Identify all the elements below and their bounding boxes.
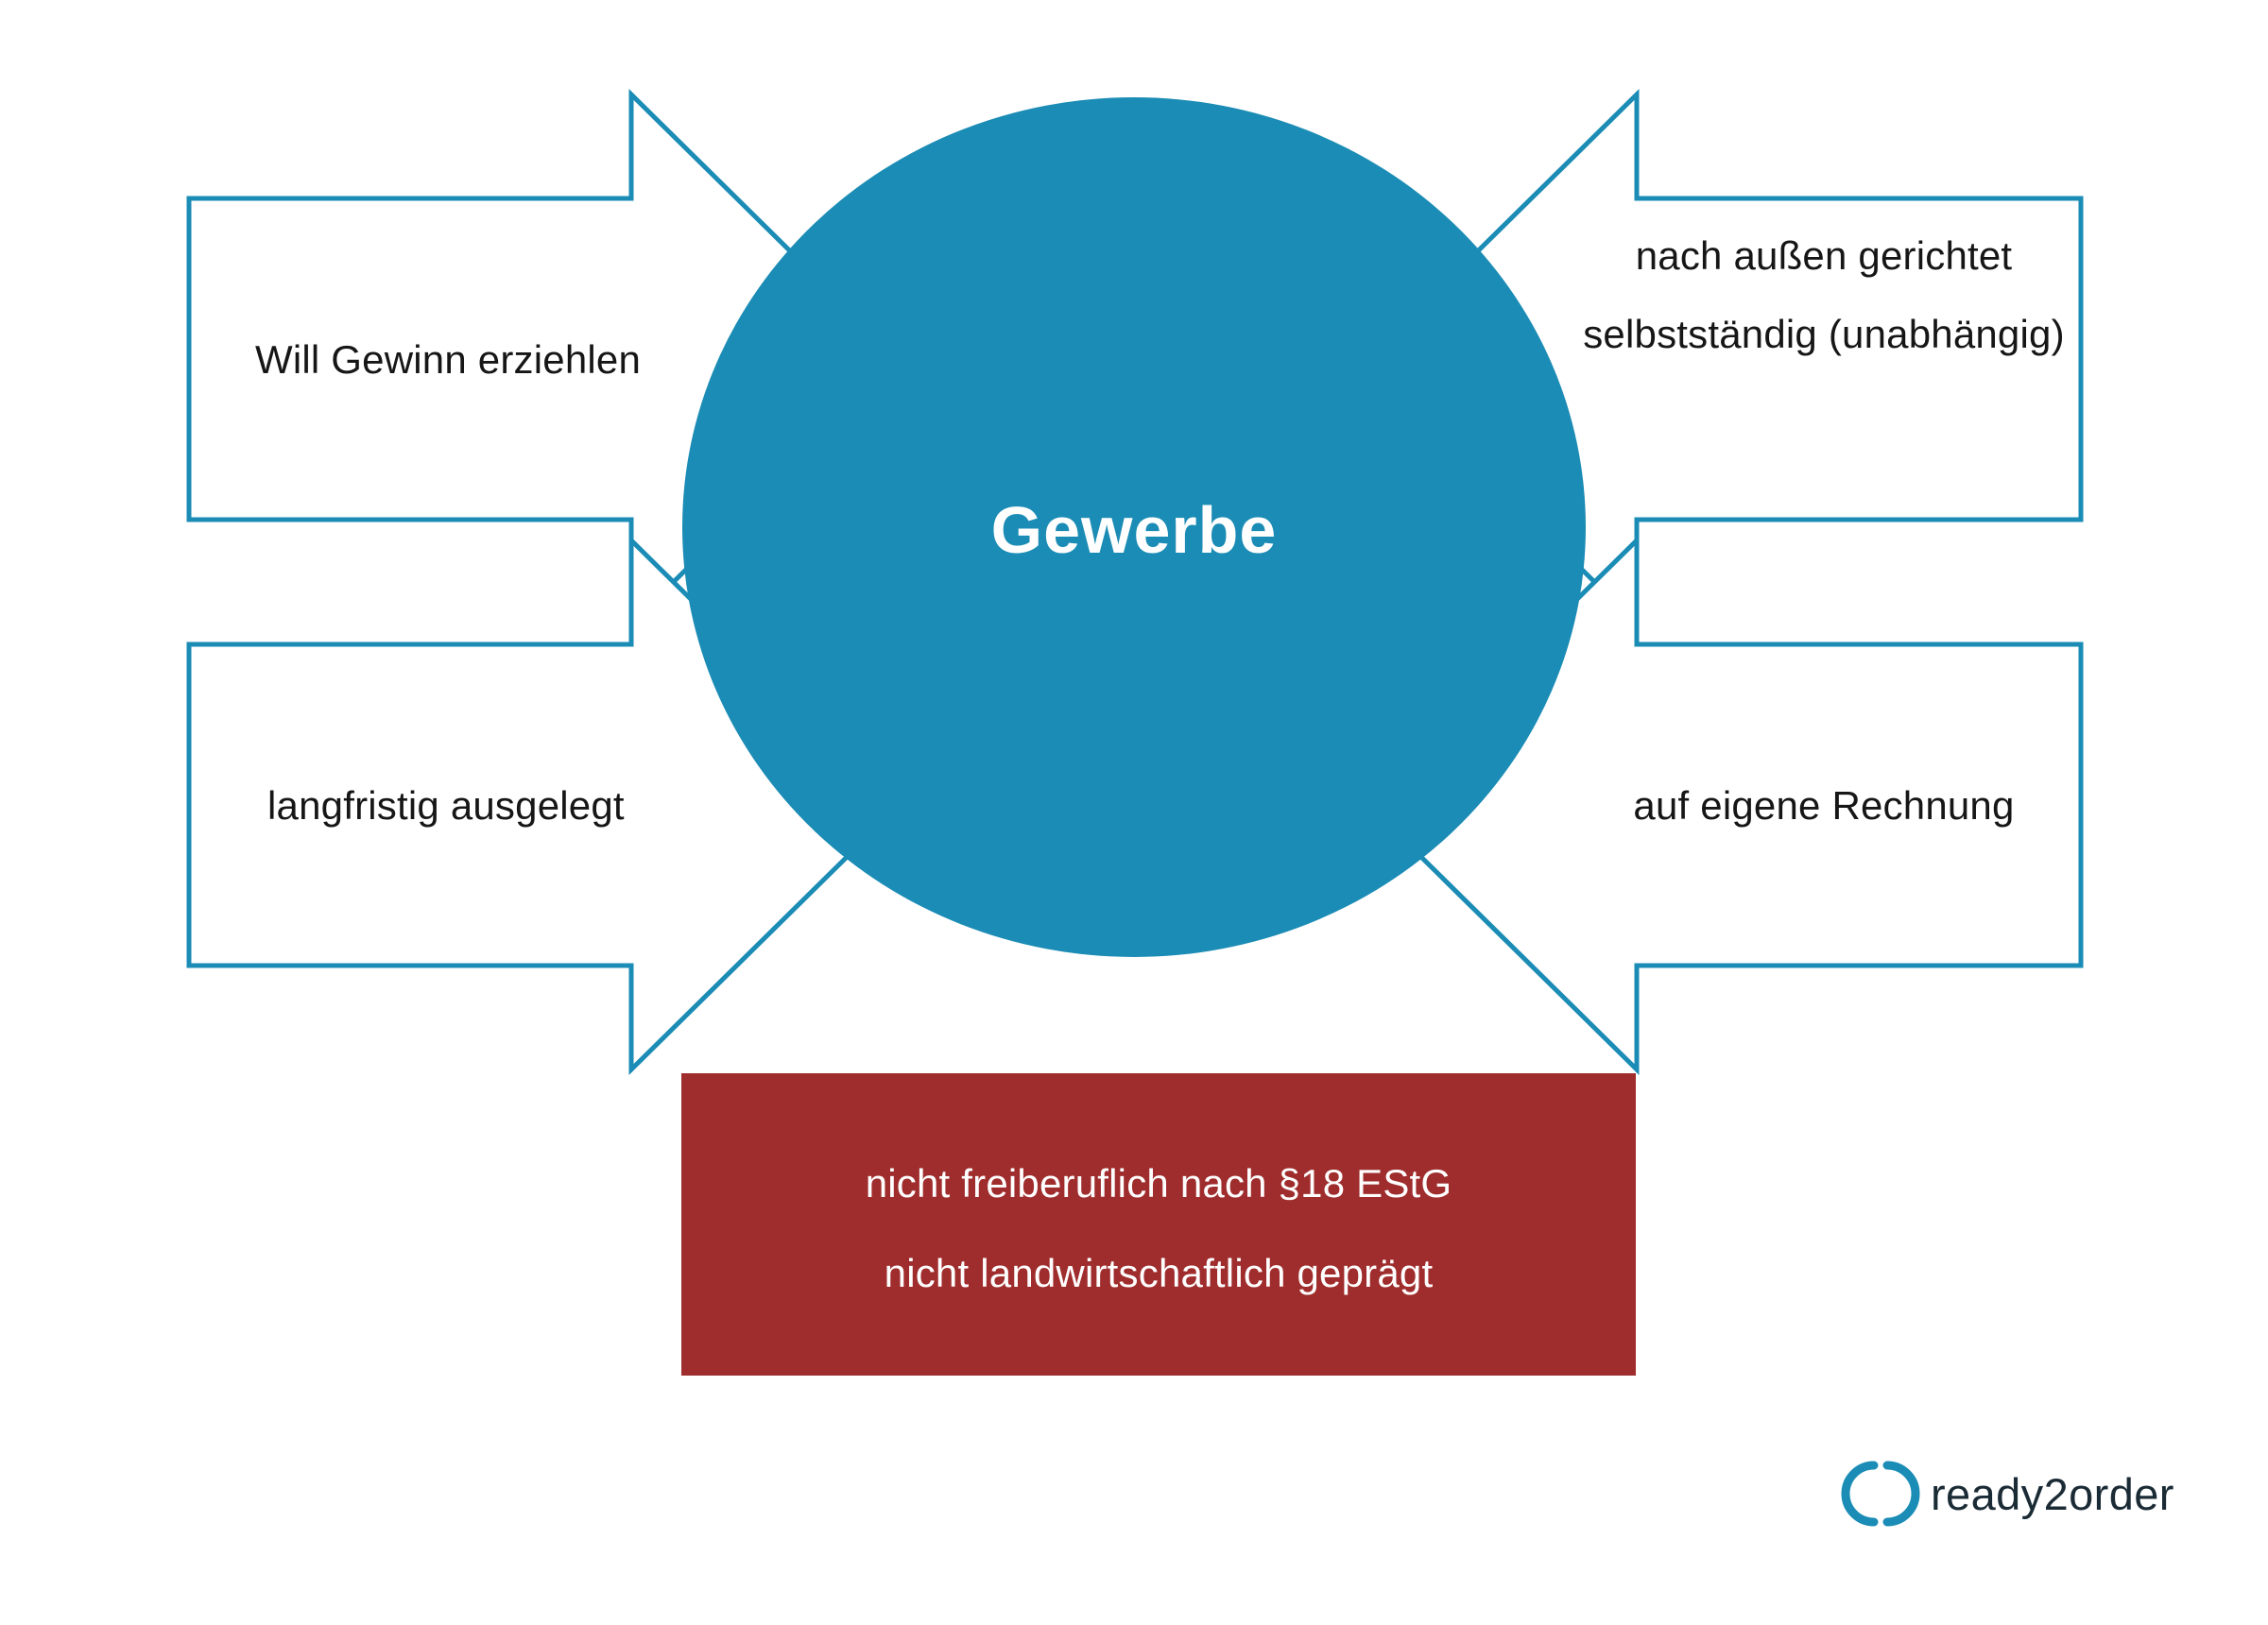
exclusion-box-line-1: nicht freiberuflich nach §18 EStG [866,1161,1452,1206]
arrow-top-left-label-line-1: Will Gewinn erziehlen [255,337,641,382]
arrow-bottom-left-label-line-1: langfristig ausgelegt [267,783,625,828]
exclusion-box-line-2: nicht landwirtschaftlich geprägt [885,1251,1434,1295]
ready2order-wordmark: ready2order [1931,1469,2174,1519]
exclusion-box[interactable]: nicht freiberuflich nach §18 EStG nicht … [681,1073,1636,1376]
arrow-top-right-label-line-2: selbstständig (unabhängig) [1583,312,2065,356]
arrow-top-right-label-line-1: nach außen gerichtet [1636,233,2013,278]
ready2order-logo[interactable]: ready2order [1841,1461,2174,1527]
center-node[interactable]: Gewerbe [682,97,1586,957]
arrow-bottom-right-label-line-1: auf eigene Rechnung [1633,783,2014,828]
center-ellipse-shape [682,97,1586,957]
center-label: Gewerbe [991,493,1278,567]
ready2order-rings-icon [1841,1461,1920,1527]
exclusion-box-background [681,1073,1636,1376]
